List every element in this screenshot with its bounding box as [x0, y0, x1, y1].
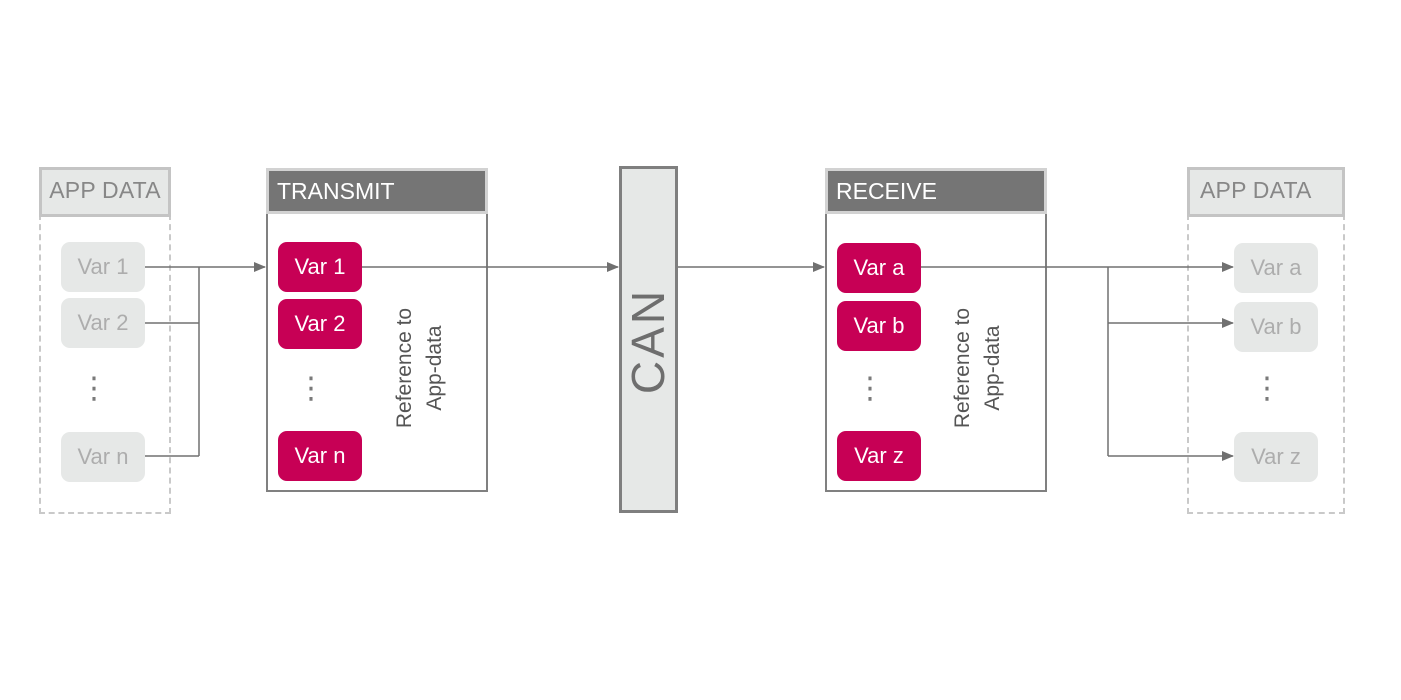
receive-var-b: Var b	[837, 301, 921, 351]
left-app-var-1: Var 1	[61, 242, 145, 292]
right-app-var-z: Var z	[1234, 432, 1318, 482]
receive-header: RECEIVE	[825, 168, 1047, 214]
right-app-var-a: Var a	[1234, 243, 1318, 293]
receive-var-a: Var a	[837, 243, 921, 293]
receive-var-z: Var z	[837, 431, 921, 481]
can-bus	[619, 166, 678, 513]
transmit-var-2: Var 2	[278, 299, 362, 349]
left-app-var-n: Var n	[61, 432, 145, 482]
transmit-var-1: Var 1	[278, 242, 362, 292]
right-app-var-b: Var b	[1234, 302, 1318, 352]
transmit-header: TRANSMIT	[266, 168, 488, 214]
left-app-data-header: APP DATA	[39, 167, 171, 217]
transmit-var-n: Var n	[278, 431, 362, 481]
left-app-var-2: Var 2	[61, 298, 145, 348]
right-app-data-header: APP DATA	[1187, 167, 1345, 217]
